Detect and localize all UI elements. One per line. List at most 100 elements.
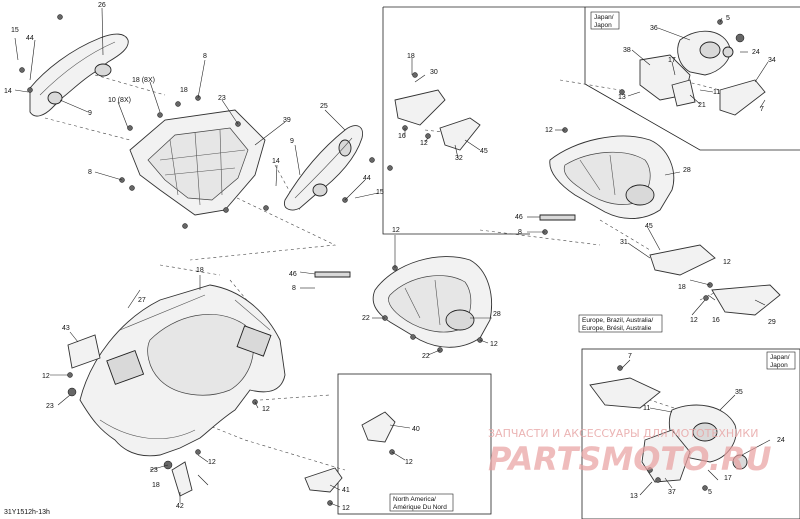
region-box-japan-top: [584, 7, 800, 151]
callout-17-bottom: 17: [724, 475, 732, 482]
note-box-japan-top: [590, 11, 620, 30]
region-box-north-america: [337, 373, 492, 515]
note-box-europe: [578, 314, 663, 333]
callout-15-top: 15: [11, 27, 19, 34]
callout-35: 35: [735, 389, 743, 396]
part-21-bracket: [671, 79, 696, 107]
part-43-cover: [67, 334, 101, 369]
region-box-upper-right: [382, 6, 800, 235]
part-31-bracket: [649, 244, 716, 276]
callout-34: 34: [768, 57, 776, 64]
callout-5-bottom: 5: [708, 489, 712, 496]
callout-10-8x: 10 (8X): [108, 97, 131, 104]
callout-23-bottom: 23: [150, 467, 158, 474]
callout-23-left: 23: [46, 403, 54, 410]
part-27-rear-fender: [79, 284, 286, 457]
note-japan-top-2: Japon: [594, 22, 612, 29]
callout-12-right-low: 12: [690, 317, 698, 324]
callout-22-left: 22: [362, 315, 370, 322]
callout-11-top: 11: [713, 89, 720, 96]
callout-18-8x: 18 (8X): [132, 77, 155, 84]
callout-40: 40: [412, 426, 420, 433]
part-29-bracket: [711, 284, 781, 316]
callout-29: 29: [768, 319, 776, 326]
callout-25: 25: [320, 103, 328, 110]
callout-21: 21: [698, 102, 706, 109]
part-26-grab-handle: [29, 33, 129, 117]
callout-8-top: 8: [203, 53, 207, 60]
callout-18-mid: 18: [196, 267, 204, 274]
callout-43: 43: [62, 325, 70, 332]
callout-9-mid: 9: [290, 138, 294, 145]
callout-16-right: 16: [712, 317, 720, 324]
callout-28-mid: 28: [493, 311, 501, 318]
callout-46-mid: 46: [289, 271, 297, 278]
part-34-bracket: [719, 79, 766, 116]
drawing-code: 31Y1512h-13h: [4, 509, 50, 516]
callout-12-left: 12: [42, 373, 50, 380]
callout-24-bottom: 24: [777, 437, 785, 444]
callout-8-left: 8: [88, 169, 92, 176]
callout-24-top: 24: [752, 49, 760, 56]
callout-22-bottom: 22: [422, 353, 430, 360]
callout-44-mid: 44: [363, 175, 371, 182]
callout-23-top: 23: [218, 95, 226, 102]
part-46-spring-middle: [314, 271, 351, 278]
note-box-north-america: [389, 493, 454, 512]
callout-26: 26: [98, 2, 106, 9]
callout-8-mid: 8: [292, 285, 296, 292]
callout-18-right: 18: [678, 284, 686, 291]
leader-lines: [14, 7, 771, 508]
part-36-japan-top-guard: [677, 30, 734, 76]
callout-12-bottom-1: 12: [208, 459, 216, 466]
callout-13-top: 13: [618, 94, 626, 101]
note-japan-top-1: Japan/: [594, 14, 614, 21]
callout-8-upper-right: 8: [518, 229, 522, 236]
callout-12-right: 12: [723, 259, 731, 266]
note-na-2: Amérique Du Nord: [393, 504, 447, 511]
watermark-line-2: PARTSMOTO.RU: [488, 440, 772, 478]
callout-16-box: 16: [398, 133, 406, 140]
callout-27: 27: [138, 297, 146, 304]
callout-41: 41: [342, 487, 350, 494]
callout-7-bottom: 7: [628, 353, 632, 360]
part-40-bracket: [361, 411, 396, 443]
callout-14-left: 14: [4, 88, 12, 95]
callout-18-bottom: 18: [152, 482, 160, 489]
part-25-side-cover: [284, 125, 363, 211]
callout-39: 39: [283, 117, 291, 124]
callout-44-top: 44: [26, 35, 34, 42]
note-japan-bottom-1: Japan/: [770, 354, 790, 361]
callout-15-mid: 15: [376, 189, 384, 196]
callout-9-left: 9: [88, 110, 92, 117]
callout-45-right: 45: [645, 223, 653, 230]
callout-11-bottom: 11: [643, 405, 650, 412]
callout-13-bottom: 13: [630, 493, 638, 500]
note-japan-bottom-2: Japon: [770, 362, 788, 369]
callout-32: 32: [455, 155, 463, 162]
callout-30: 30: [430, 69, 438, 76]
note-box-japan-bottom: [766, 351, 796, 370]
callout-14-mid: 14: [272, 158, 280, 165]
watermark-line-1: ЗАПЧАСТИ И АКСЕССУАРЫ ДЛЯ МОТОТЕХНИКИ: [488, 427, 758, 440]
callout-12-box: 12: [420, 140, 428, 147]
part-42-strip: [171, 461, 193, 497]
note-europe-1: Europe, Brazil, Australia/: [582, 317, 653, 324]
callout-12-na-1: 12: [405, 459, 413, 466]
callout-7-top: 7: [760, 106, 764, 113]
region-box-japan-bottom: [581, 348, 800, 519]
note-na-1: North America/: [393, 496, 436, 503]
callout-45-box: 45: [480, 148, 488, 155]
part-upper-bracket-japan-bottom: [589, 377, 661, 409]
callout-18-box: 18: [407, 53, 415, 60]
callout-12-mid-top: 12: [392, 227, 400, 234]
callout-37: 37: [668, 489, 676, 496]
callout-42: 42: [176, 503, 184, 510]
part-41-bracket: [304, 467, 343, 493]
part-30-bracket: [394, 89, 446, 126]
part-28-upper-housing: [549, 135, 675, 219]
callout-12-upper-right: 12: [545, 127, 553, 134]
callout-28-upper: 28: [683, 167, 691, 174]
